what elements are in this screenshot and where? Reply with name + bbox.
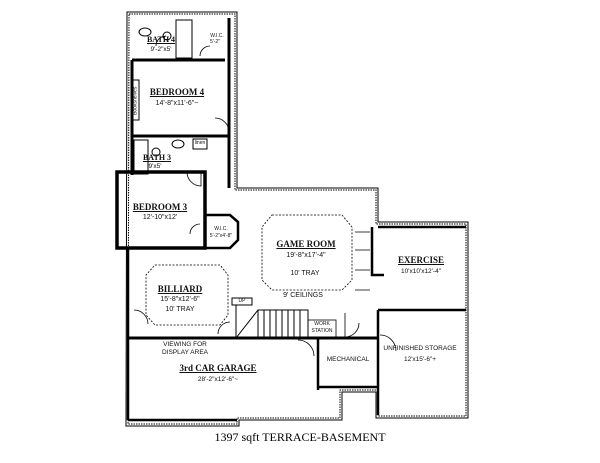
work-station-line2: STATION xyxy=(311,328,333,334)
billiard-label: BILLIARD xyxy=(157,284,203,294)
billiard-tray xyxy=(145,264,229,326)
game-room-tray-note: 10' TRAY xyxy=(290,270,320,277)
stairs-up-label: UP xyxy=(238,298,246,304)
fixtures xyxy=(132,19,208,175)
bedroom3-label: BEDROOM 3 xyxy=(132,202,188,212)
exercise-label: EXERCISE xyxy=(397,255,445,265)
game-room-tray xyxy=(261,214,353,291)
exercise-dim: 10'x10'x12'-4" xyxy=(401,268,441,275)
exterior-wall-outer xyxy=(125,11,469,427)
bedroom4-dim: 14'-8"x11'-6"~ xyxy=(155,100,199,107)
viewing-line2: DISPLAY AREA xyxy=(161,349,209,356)
bath4-dim: 9'-2"x5' xyxy=(150,46,172,53)
ceilings-note: 9' CEILINGS xyxy=(283,292,323,299)
work-station xyxy=(307,319,337,339)
wic-top-dim: 5'-2" xyxy=(210,39,220,45)
exterior-wall xyxy=(127,13,467,425)
storage-dim: 12'x15'-6"+ xyxy=(403,356,437,363)
bath4-label: BATH 4 xyxy=(146,35,176,44)
work-station-line1: WORK xyxy=(314,321,330,327)
game-room-label: GAME ROOM xyxy=(276,239,336,249)
wic-walls xyxy=(205,213,240,250)
bookshelves-label: Bookshelves xyxy=(132,86,139,115)
bath3-label: BATH 3 xyxy=(142,153,172,162)
billiard-tray-note: 10' TRAY xyxy=(165,306,195,313)
bedroom4-walls xyxy=(130,18,231,188)
mechanical-walls xyxy=(316,310,380,415)
wic-mid-label: W.I.C. xyxy=(214,226,228,232)
garage-dim: 28'-2"x12'-6"~ xyxy=(197,376,239,383)
plan-caption: 1397 sqft TERRACE-BASEMENT xyxy=(214,430,386,444)
linen-label: linen xyxy=(194,140,206,146)
wic-mid-dim: 5'-2"x4'-8" xyxy=(209,233,233,239)
viewing-line1: VIEWING FOR xyxy=(163,341,207,348)
game-room-dim: 19'-8"x17'-4" xyxy=(286,252,326,259)
wic-top-label: W.I.C. xyxy=(210,33,224,39)
exercise-walls xyxy=(370,225,466,312)
bedroom3-dim: 12'-10"x12' xyxy=(142,214,178,221)
doors xyxy=(133,35,397,357)
billiard-dim: 15'-8"x12'-6" xyxy=(160,296,200,303)
bath3-dim: 9'x5' xyxy=(148,163,162,170)
mechanical-label: MECHANICAL xyxy=(326,356,370,363)
storage-label: UNFINISHED STORAGE xyxy=(383,345,457,352)
garage-label: 3rd CAR GARAGE xyxy=(179,363,257,373)
garage-walls xyxy=(126,338,237,422)
bedroom4-label: BEDROOM 4 xyxy=(149,87,205,97)
